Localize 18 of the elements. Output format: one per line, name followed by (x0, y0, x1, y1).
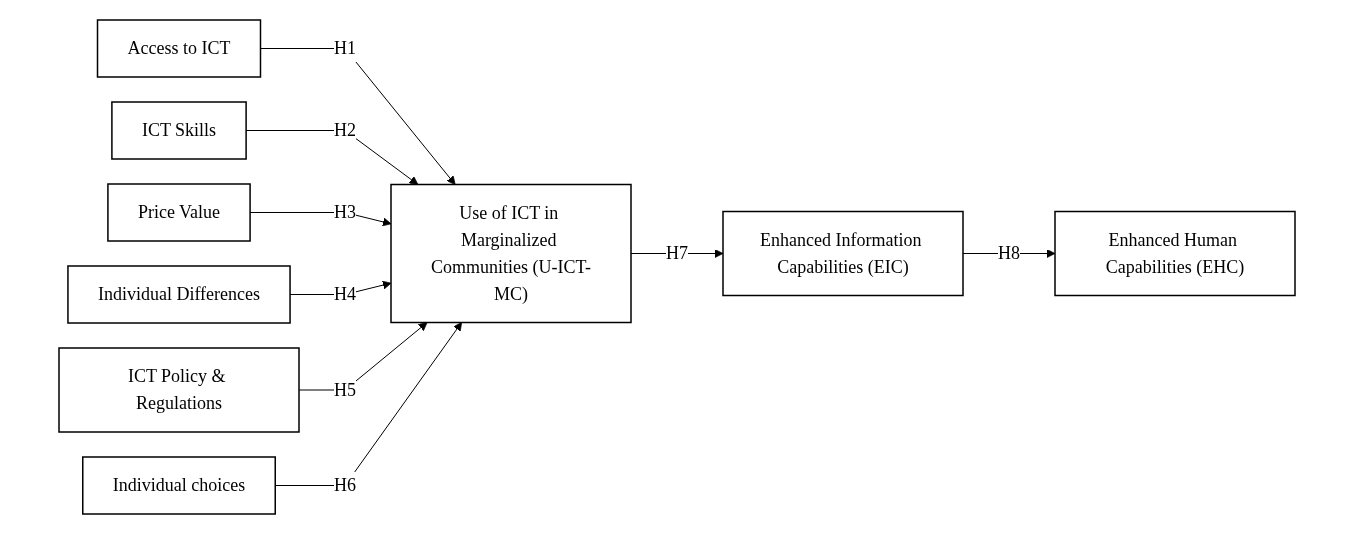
node-box: Price Value (107, 182, 251, 242)
node-box: Individual choices (82, 455, 276, 515)
edge-label: H4 (334, 283, 356, 304)
edge-label: H6 (334, 474, 356, 495)
node-box: ICT Policy & Regulations (58, 346, 300, 433)
node-box: Use of ICT in Marginalized Communities (U-ICT-MC) (390, 183, 632, 323)
edge-label: H2 (334, 119, 356, 140)
edge-label: H3 (334, 201, 356, 222)
node-box: Access to ICT (96, 18, 262, 78)
node-box: ICT Skills (111, 100, 247, 160)
node-box: Enhanced Information Capabilities (EIC) (722, 210, 964, 296)
edge-label: H1 (334, 37, 356, 58)
edge-label: H5 (334, 379, 356, 399)
edge-label: H8 (998, 242, 1020, 263)
node-box: Enhanced Human Capabilities (EHC) (1054, 210, 1296, 296)
arrow (260, 47, 456, 185)
edge-label: H7 (666, 242, 688, 263)
node-box: Individual Differences (67, 264, 291, 324)
